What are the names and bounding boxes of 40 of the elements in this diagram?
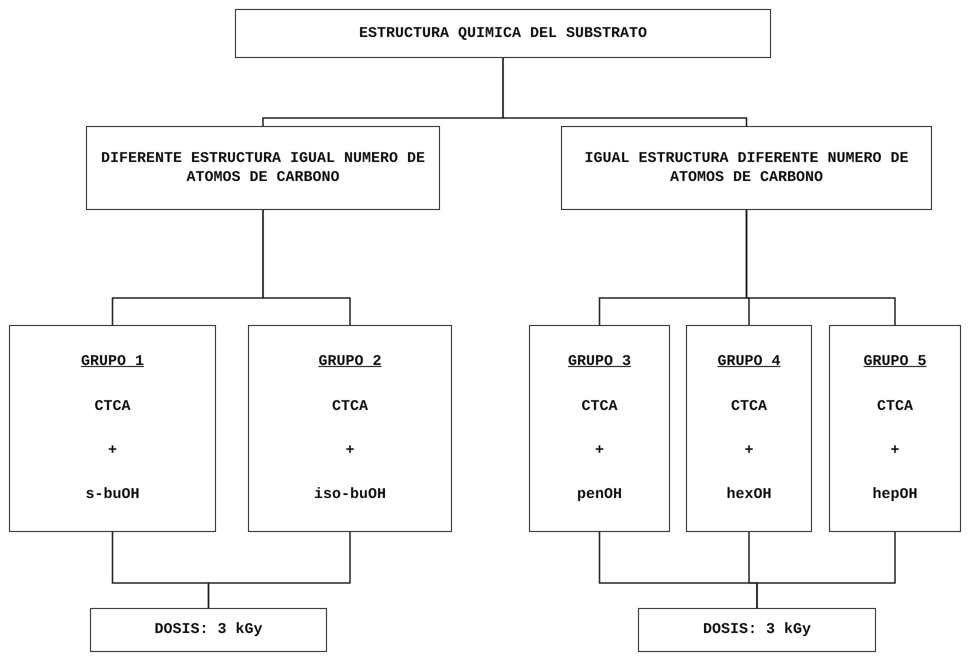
- connector-line: [502, 58, 748, 126]
- group-line: hexOH: [726, 485, 772, 505]
- process-box: [638, 608, 876, 652]
- group-line: penOH: [576, 485, 622, 505]
- box-text: DOSIS: 3 kGy: [702, 620, 812, 640]
- group-box: [248, 325, 452, 532]
- connector-line: [746, 210, 896, 325]
- group-line: +: [594, 440, 604, 460]
- group-line: iso-buOH: [314, 485, 386, 505]
- group-line: +: [744, 440, 754, 460]
- group-heading: GRUPO 5: [863, 352, 926, 372]
- box-text: DIFERENTE ESTRUCTURA IGUAL NUMERO DE ATOMOS DE CARBONO: [100, 148, 426, 188]
- box-text: IGUAL ESTRUCTURA DIFERENTE NUMERO DE ATOMOS DE CARBONO: [583, 148, 910, 188]
- process-box: [561, 126, 932, 210]
- group-line: s-buOH: [85, 485, 140, 505]
- group-line: CTCA: [94, 396, 130, 416]
- group-box: [686, 325, 812, 532]
- connector-line: [262, 210, 351, 325]
- process-box: [235, 9, 771, 58]
- group-box: [829, 325, 961, 532]
- process-box: [86, 126, 440, 210]
- box-text: ESTRUCTURA QUIMICA DEL SUBSTRATO: [358, 24, 648, 44]
- connector-line: [208, 532, 351, 608]
- group-heading: GRUPO 3: [568, 352, 631, 372]
- group-box: [9, 325, 216, 532]
- process-box: [90, 608, 327, 652]
- group-box: [529, 325, 670, 532]
- connector-line: [756, 532, 896, 608]
- group-heading: GRUPO 1: [80, 352, 144, 372]
- group-line: CTCA: [581, 396, 618, 416]
- group-heading: GRUPO 2: [318, 352, 382, 372]
- group-line: +: [108, 440, 117, 460]
- group-line: +: [890, 440, 900, 460]
- group-line: hepOH: [872, 485, 918, 505]
- group-line: CTCA: [332, 396, 368, 416]
- group-line: CTCA: [730, 396, 767, 416]
- box-text: DOSIS: 3 kGy: [154, 620, 263, 640]
- group-line: CTCA: [876, 396, 913, 416]
- group-heading: GRUPO 4: [717, 352, 780, 372]
- group-line: +: [345, 440, 354, 460]
